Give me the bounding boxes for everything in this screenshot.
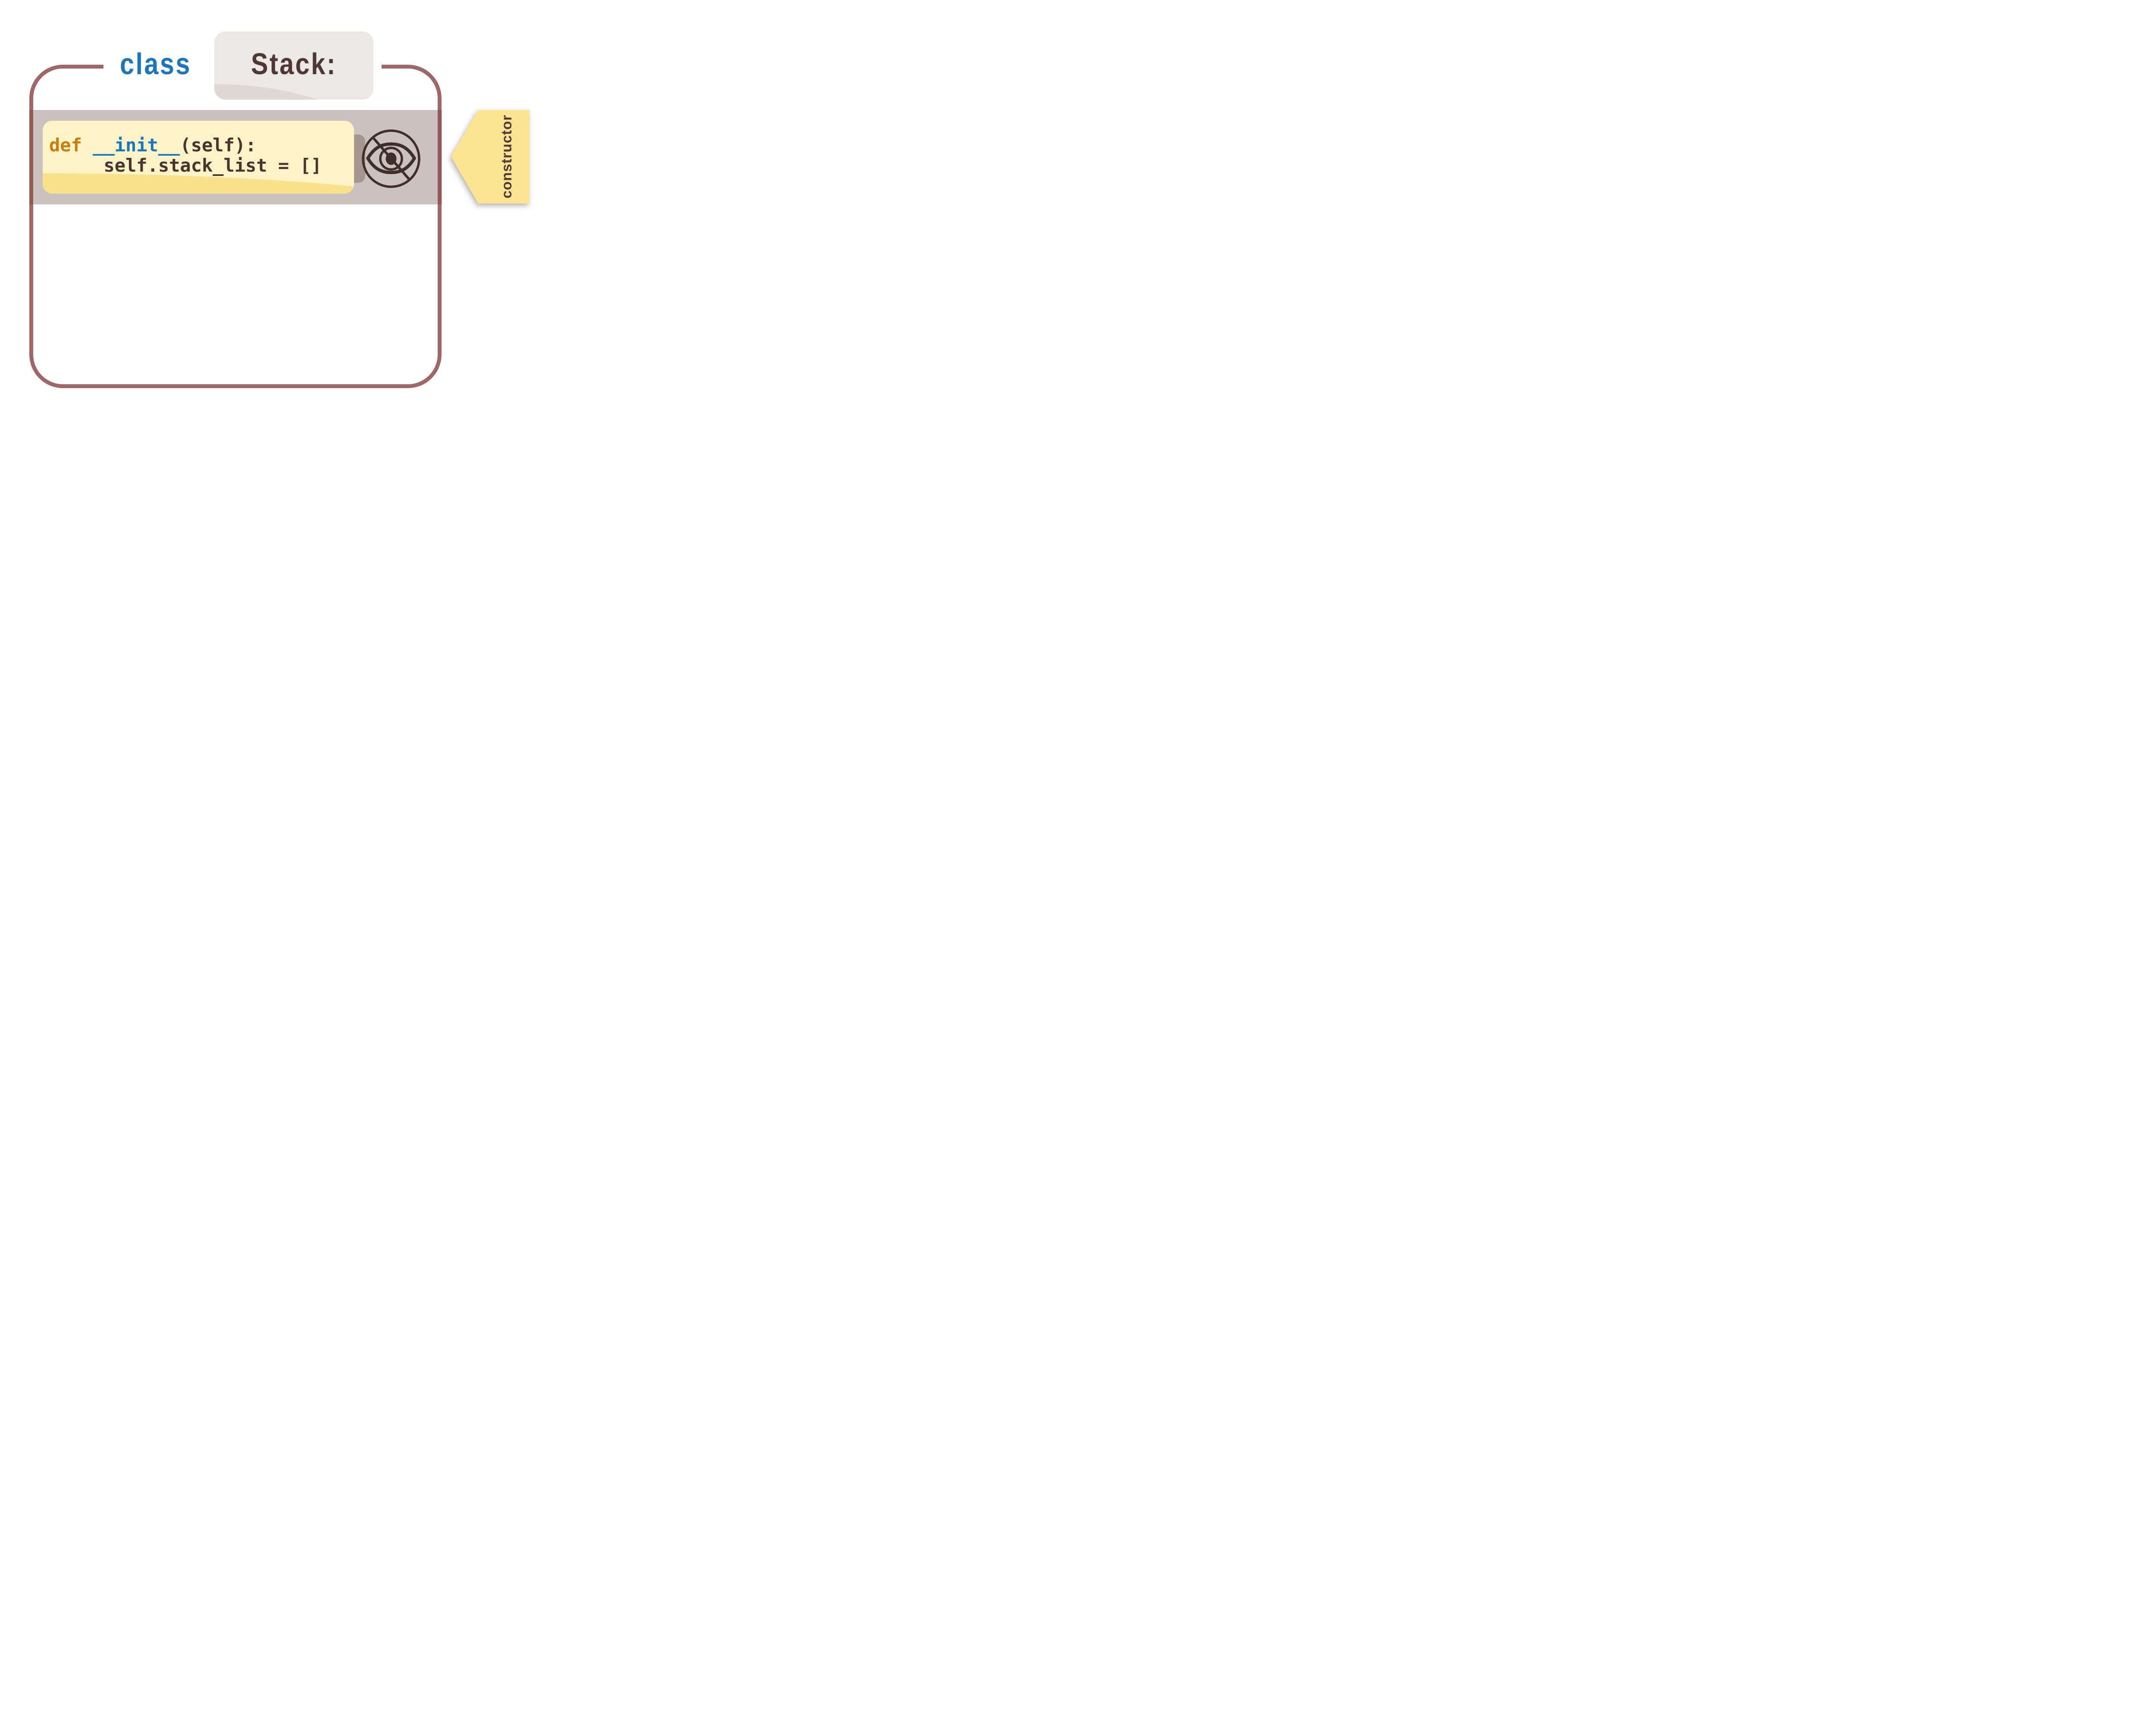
class-body-box	[29, 65, 442, 388]
code-assignment: self.stack_list = []	[49, 155, 322, 176]
eye-slash-icon	[362, 129, 420, 188]
code-keyword-def: def	[49, 135, 93, 156]
badge-shine	[214, 84, 373, 100]
class-name-badge	[214, 31, 373, 100]
code-dunder-init: __init__	[93, 135, 180, 156]
constructor-label: constructor	[498, 114, 514, 199]
init-method-code: def __init__(self): self.stack_list = []	[49, 135, 322, 176]
class-diagram-canvas: def __init__(self): self.stack_list = []…	[0, 0, 567, 431]
class-name-label: Stack:	[251, 47, 337, 81]
constructor-arrow	[451, 110, 530, 204]
class-keyword: class	[120, 47, 191, 81]
code-line-2: self.stack_list = []	[49, 155, 322, 176]
code-params: (self):	[180, 135, 257, 156]
init-method-panel	[43, 121, 354, 194]
code-line-1: def __init__(self):	[49, 135, 322, 155]
